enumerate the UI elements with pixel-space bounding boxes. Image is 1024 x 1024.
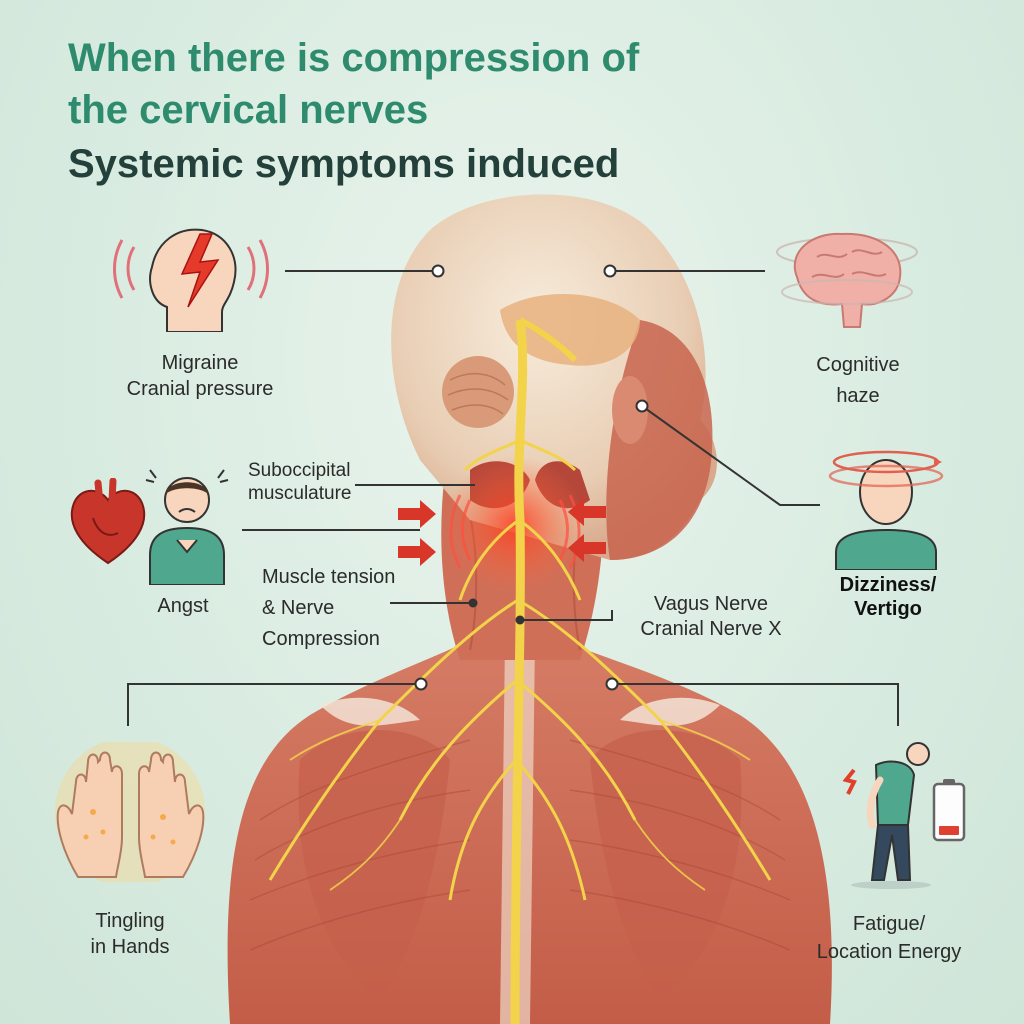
brain-icon xyxy=(776,232,918,328)
pain-waves xyxy=(449,494,581,569)
label-muscle-line-2: & Nerve xyxy=(262,597,335,619)
label-dizziness-line-2: Vertigo xyxy=(854,598,922,620)
label-cognitive-line-2: haze xyxy=(836,385,880,407)
label-fatigue-line-2: Location Energy xyxy=(816,941,962,963)
label-muscle-line-1: Muscle tension xyxy=(262,566,396,588)
title-line-3: Systemic symptoms induced xyxy=(68,142,620,186)
label-cognitive: Cognitive haze xyxy=(778,350,938,412)
heart-icon xyxy=(70,478,146,565)
label-cognitive-line-1: Cognitive xyxy=(816,354,900,376)
label-migraine: Migraine Cranial pressure xyxy=(100,350,300,402)
label-migraine-line-2: Cranial pressure xyxy=(126,378,274,400)
nerve-network xyxy=(268,317,772,1024)
label-vagus-nerve: Vagus Nerve Cranial Nerve X xyxy=(618,592,804,642)
label-angst: Angst xyxy=(157,595,209,617)
label-muscle-tension: Muscle tension & Nerve Compression xyxy=(262,562,395,655)
label-tingling-line-1: Tingling xyxy=(95,910,165,932)
label-suboccipital-line-1: Suboccipital xyxy=(248,460,351,481)
label-suboccipital: Suboccipital musculature xyxy=(248,459,352,505)
head xyxy=(391,194,717,561)
label-muscle-line-3: Compression xyxy=(262,628,380,650)
compression-arrows xyxy=(398,498,606,566)
label-suboccipital-line-2: musculature xyxy=(248,483,352,504)
label-dizziness-line-1: Dizziness/ xyxy=(839,574,937,596)
headache-icon xyxy=(113,228,269,332)
label-vagus-line-2: Cranial Nerve X xyxy=(640,618,782,640)
label-dizziness: Dizziness/ Vertigo xyxy=(808,573,968,621)
label-fatigue-line-1: Fatigue/ xyxy=(852,913,926,935)
label-tingling: Tingling in Hands xyxy=(60,908,200,960)
hands-icon xyxy=(55,742,205,882)
leader-lines xyxy=(127,270,899,726)
label-tingling-line-2: in Hands xyxy=(90,936,170,958)
anxious-person-icon xyxy=(145,469,229,585)
back-muscles xyxy=(227,560,832,1024)
label-fatigue: Fatigue/ Location Energy xyxy=(796,910,982,966)
dizzy-person-icon xyxy=(828,450,944,570)
title-line-2: the cervical nerves xyxy=(68,88,429,132)
low-battery-icon xyxy=(932,779,966,842)
label-migraine-line-1: Migraine xyxy=(161,352,239,374)
leader-dots xyxy=(414,264,649,691)
label-vagus-line-1: Vagus Nerve xyxy=(653,593,769,615)
tired-person-icon xyxy=(842,742,931,889)
title-line-1: When there is compression of xyxy=(68,36,640,80)
